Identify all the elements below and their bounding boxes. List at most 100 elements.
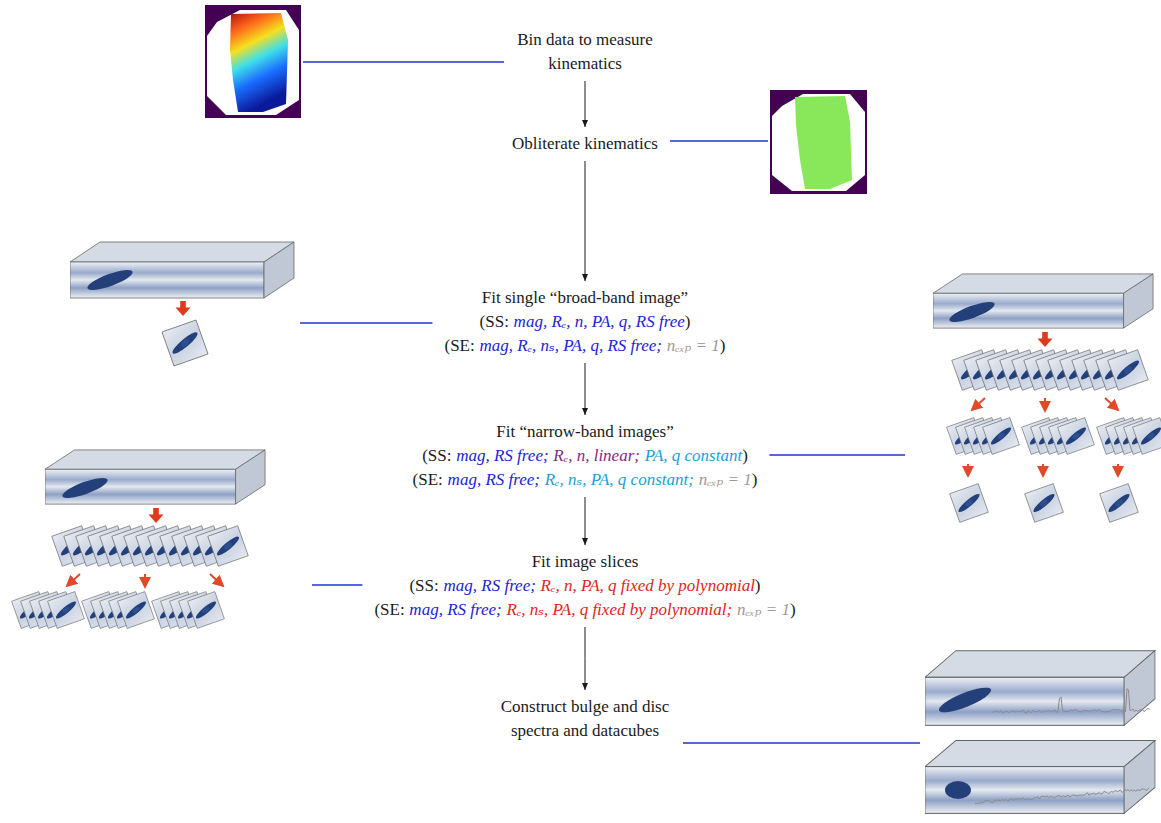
- parameter-text: (SE:: [413, 470, 443, 489]
- flow-arrow: [585, 627, 586, 690]
- parameter-text: (SE:: [374, 600, 404, 619]
- red-arrow: [210, 574, 223, 586]
- text-line: (SE: mag, RS free; Rₑ, nₛ, PA, q fixed by …: [374, 598, 795, 622]
- spectrum-line: [992, 689, 1150, 713]
- image-slice: [1108, 350, 1148, 390]
- leader-line: [683, 742, 920, 743]
- text-line: Fit “narrow-band images”: [413, 420, 758, 444]
- parameter-text: Rₑ, n, PA, q fixed by polynomial: [541, 576, 755, 595]
- image-slice: [162, 320, 208, 366]
- text-line: Bin data to measure kinematics: [516, 28, 654, 76]
- red-arrow: [1105, 398, 1118, 410]
- image-slice: [208, 526, 248, 566]
- flat-map-data: [795, 96, 852, 189]
- process-step: Obliterate kinematics: [508, 130, 662, 158]
- spectra: [975, 689, 1150, 804]
- slice-stack: [952, 350, 1148, 390]
- red-arrow: [1117, 464, 1119, 476]
- flat-map-ground: [770, 90, 867, 194]
- red-arrow: [1044, 398, 1046, 411]
- parameter-text: Rₑ, nₛ, PA, q fixed by polynomial;: [506, 600, 732, 619]
- text-line: Fit image slices: [374, 550, 795, 574]
- red-arrow: [967, 464, 969, 476]
- parameter-text: Rₑ, nₛ, PA, q constant;: [545, 470, 694, 489]
- step-title: Construct bulge and disc spectra and dat…: [501, 697, 670, 740]
- image-slice: [118, 592, 155, 629]
- step-title: Fit single “broad-band image”: [482, 288, 688, 307]
- slice-stack: [52, 526, 248, 566]
- galaxy: [85, 266, 134, 294]
- leader-line: [303, 61, 504, 62]
- slice-stacks: [12, 592, 225, 629]
- text-line: (SE:mag, Rₑ, nₛ, PA, q, RS free; nₑₓₚ = 1…: [445, 334, 726, 358]
- flow-arrow: [585, 363, 586, 415]
- parameter-text: (SS:: [480, 312, 509, 331]
- process-step: Fit image slices (SS: mag, RS free; Rₑ, n, …: [370, 548, 799, 624]
- process-step: Fit “narrow-band images” (SS: mag, RS free…: [409, 418, 762, 494]
- parameter-text: mag, RS free;: [409, 600, 501, 619]
- step-title: Fit image slices: [532, 552, 639, 571]
- leader-line: [312, 584, 362, 585]
- parameter-text: mag, Rₑ, nₛ, PA, q, RS free;: [479, 336, 662, 355]
- red-arrow: [972, 398, 985, 410]
- step-title: Bin data to measure kinematics: [517, 30, 653, 73]
- galaxy: [60, 474, 109, 502]
- image-slice: [1133, 418, 1161, 455]
- text-line: (SS: mag, RS free; Rₑ, n, PA, q fixed by p…: [374, 574, 795, 598]
- parameter-text: (SS:: [409, 576, 438, 595]
- disc-galaxy: [936, 683, 993, 717]
- text-line: (SS: mag, RS free; Rₑ, n, linear; PA, q con…: [413, 444, 758, 468]
- image-slice: [983, 418, 1020, 455]
- image-slice: [188, 592, 225, 629]
- bulge-datacube: [925, 741, 1155, 814]
- red-arrow: [67, 574, 80, 586]
- velocity-map-field: [207, 10, 299, 115]
- red-arrow: [1038, 332, 1053, 347]
- parameter-text: PA, q constant: [645, 446, 742, 465]
- parameter-text: mag, RS free;: [448, 470, 540, 489]
- red-arrow: [176, 301, 191, 316]
- image-slice: [48, 592, 85, 629]
- parameter-text: nₑₓₚ = 1: [667, 336, 720, 355]
- flow-arrow: [585, 161, 586, 281]
- leader-line: [670, 140, 768, 141]
- red-arrow: [149, 508, 164, 523]
- flow-arrow: [585, 497, 586, 545]
- text-line: (SS:mag, Rₑ, n, PA, q, RS free): [445, 310, 726, 334]
- velocity-map-data: [230, 13, 288, 112]
- datacube: [70, 242, 294, 298]
- step-title: Obliterate kinematics: [512, 134, 658, 153]
- parameter-text: ): [742, 446, 748, 465]
- image-slice: [1025, 484, 1064, 523]
- process-step: Fit single “broad-band image”(SS:mag, Rₑ…: [441, 284, 730, 360]
- parameter-text: mag, RS free;: [443, 576, 535, 595]
- spectrum-line: [975, 788, 1149, 804]
- image-slice: [950, 484, 989, 523]
- image-slice: [1058, 418, 1095, 455]
- parameter-text: ): [685, 312, 691, 331]
- process-step: Bin data to measure kinematics: [512, 26, 658, 78]
- datacube: [45, 450, 265, 504]
- parameter-text: ): [752, 470, 758, 489]
- velocity-map-ground: [205, 5, 301, 118]
- parameter-text: ): [790, 600, 796, 619]
- image-slice: [1100, 484, 1139, 523]
- bulge-galaxy: [945, 781, 971, 799]
- parameter-text: Rₑ, n, linear;: [553, 446, 640, 465]
- flow-arrow: [585, 81, 586, 127]
- leader-line: [300, 322, 433, 323]
- parameter-text: (SS:: [422, 446, 451, 465]
- slice-stacks: [947, 418, 1161, 455]
- parameter-text: mag, RS free;: [456, 446, 548, 465]
- parameter-text: nₑₓₚ = 1: [737, 600, 790, 619]
- disc-datacube: [925, 651, 1155, 726]
- process-step: Construct bulge and disc spectra and dat…: [495, 693, 675, 745]
- galaxy: [947, 298, 996, 326]
- text-line: (SE: mag, RS free; Rₑ, nₛ, PA, q constant;…: [413, 468, 758, 492]
- datacube: [933, 274, 1153, 328]
- parameter-text: ): [720, 336, 726, 355]
- parameter-text: (SE:: [445, 336, 475, 355]
- step-title: Fit “narrow-band images”: [496, 422, 674, 441]
- red-arrow: [1042, 464, 1044, 476]
- text-line: Construct bulge and disc spectra and dat…: [499, 695, 671, 743]
